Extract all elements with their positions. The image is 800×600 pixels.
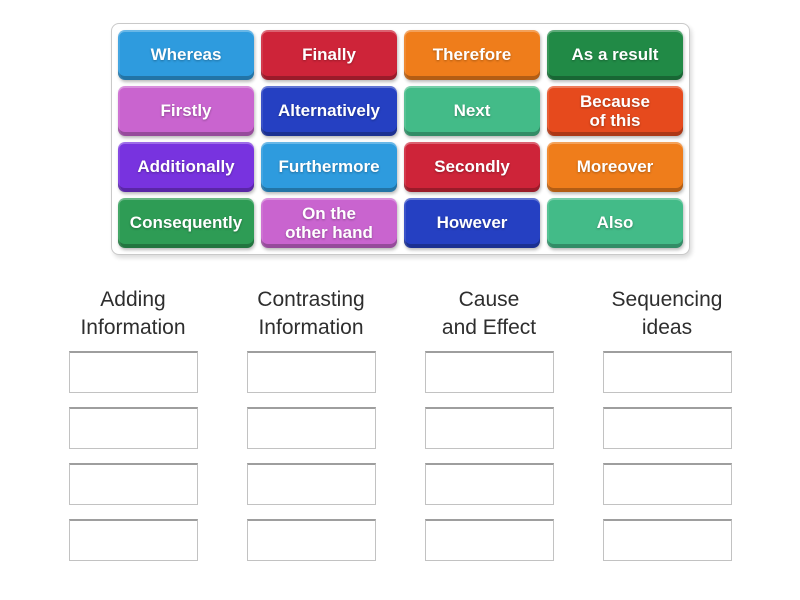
drop-slot[interactable]: [602, 351, 732, 393]
drop-slot[interactable]: [424, 519, 554, 561]
drop-slot[interactable]: [68, 519, 198, 561]
drop-slot[interactable]: [246, 351, 376, 393]
drop-slot[interactable]: [246, 407, 376, 449]
word-tile[interactable]: Consequently: [118, 198, 254, 248]
drop-slot[interactable]: [602, 463, 732, 505]
word-tile[interactable]: However: [404, 198, 540, 248]
word-tile[interactable]: Alternatively: [261, 86, 397, 136]
word-tile[interactable]: Moreover: [547, 142, 683, 192]
word-tile[interactable]: Furthermore: [261, 142, 397, 192]
word-tile[interactable]: On the other hand: [261, 198, 397, 248]
drop-slot[interactable]: [424, 463, 554, 505]
word-tile[interactable]: Because of this: [547, 86, 683, 136]
word-tile[interactable]: Therefore: [404, 30, 540, 80]
drop-slot[interactable]: [424, 351, 554, 393]
word-tile[interactable]: Firstly: [118, 86, 254, 136]
category-header: Contrasting Information: [257, 288, 365, 339]
category-group-cause-and-effect: Cause and Effect: [400, 286, 578, 575]
category-header: Sequencing ideas: [611, 288, 723, 339]
drop-slot[interactable]: [246, 519, 376, 561]
drop-slot[interactable]: [246, 463, 376, 505]
drop-slot[interactable]: [68, 463, 198, 505]
word-tile[interactable]: As a result: [547, 30, 683, 80]
word-bank-panel: Whereas Finally Therefore As a result Fi…: [111, 23, 690, 255]
drop-slot[interactable]: [602, 407, 732, 449]
word-tile[interactable]: Whereas: [118, 30, 254, 80]
word-tile[interactable]: Next: [404, 86, 540, 136]
word-tile[interactable]: Secondly: [404, 142, 540, 192]
drop-slot[interactable]: [68, 407, 198, 449]
category-group-adding-information: Adding Information: [44, 286, 222, 575]
category-groups: Adding Information Contrasting Informati…: [44, 286, 756, 575]
drop-slot[interactable]: [68, 351, 198, 393]
word-tile[interactable]: Additionally: [118, 142, 254, 192]
word-tile[interactable]: Finally: [261, 30, 397, 80]
category-group-sequencing-ideas: Sequencing ideas: [578, 286, 756, 575]
category-header: Cause and Effect: [441, 288, 537, 339]
drop-slot[interactable]: [602, 519, 732, 561]
drop-slot[interactable]: [424, 407, 554, 449]
category-group-contrasting-information: Contrasting Information: [222, 286, 400, 575]
word-tile[interactable]: Also: [547, 198, 683, 248]
category-header: Adding Information: [80, 288, 186, 339]
